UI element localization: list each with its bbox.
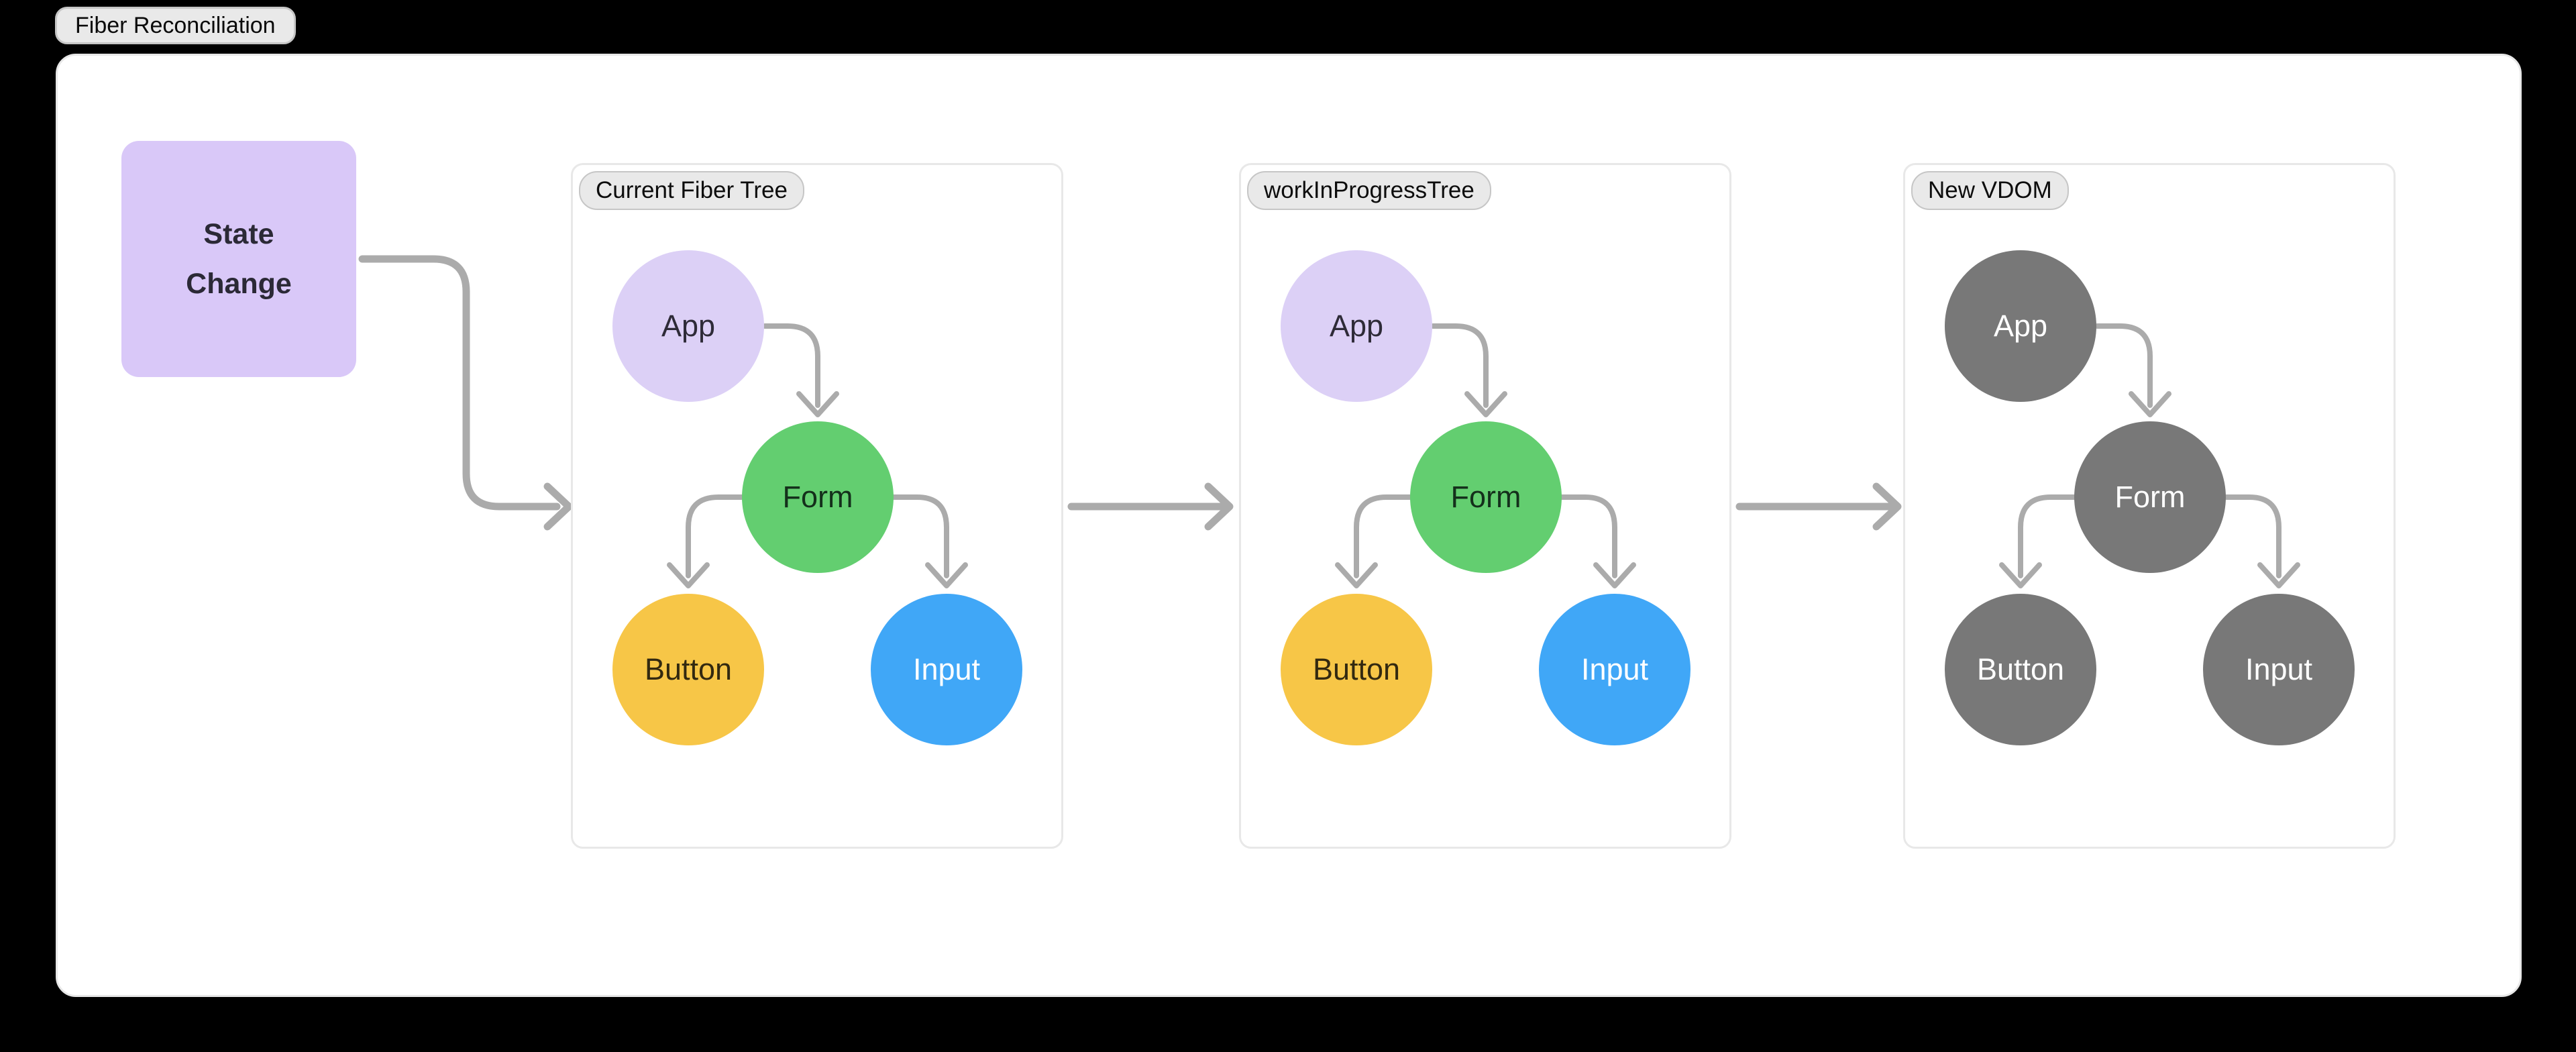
edge-app-to-form-head: [2129, 391, 2171, 417]
edge-form-to-button-line: [2018, 494, 2077, 578]
tree-node-input[interactable]: Input: [2203, 594, 2355, 745]
edge-app-to-form-head: [1464, 391, 1507, 417]
tree-node-button[interactable]: Button: [1945, 594, 2096, 745]
edge-form-to-button-line: [1354, 494, 1413, 578]
node-label: App: [661, 309, 716, 343]
edge-form-to-input-line: [2223, 494, 2282, 578]
edge-app-to-form-line: [2094, 323, 2153, 408]
node-label: Button: [1312, 652, 1401, 686]
edge-form-to-button-line: [686, 494, 745, 578]
tree-label: Current Fiber Tree: [579, 171, 804, 210]
tree-panel[interactable]: New VDOM App Form Button Input: [1903, 163, 2396, 849]
node-label: Button: [1976, 652, 2065, 686]
edge-form-to-input-line: [1559, 494, 1617, 578]
diagram-title-tab[interactable]: Fiber Reconciliation: [55, 7, 296, 44]
tree-node-input[interactable]: Input: [871, 594, 1022, 745]
tree-panel[interactable]: Current Fiber Tree App Form Button Input: [571, 163, 1063, 849]
elbow-arrow-state-to-tree1-line: [358, 255, 561, 511]
elbow-arrow-state-to-tree1-head: [543, 482, 573, 531]
edge-form-to-input-line: [891, 494, 949, 578]
edge-form-to-button-head: [1335, 562, 1378, 588]
tree-panel[interactable]: workInProgressTree App Form Button Input: [1239, 163, 1731, 849]
tree-label: workInProgressTree: [1247, 171, 1491, 210]
node-label: App: [1993, 309, 2048, 343]
tree-node-button[interactable]: Button: [1281, 594, 1432, 745]
tree-node-app[interactable]: App: [612, 250, 764, 402]
arrow-tree2-to-tree3-head: [1872, 482, 1902, 531]
node-label: Input: [1580, 652, 1649, 686]
edge-form-to-input-head: [2257, 562, 2300, 588]
edge-app-to-form-line: [1430, 323, 1489, 408]
tree-node-form[interactable]: Form: [2074, 421, 2226, 573]
tree-node-app[interactable]: App: [1945, 250, 2096, 402]
tree-label: New VDOM: [1911, 171, 2069, 210]
tree-node-app[interactable]: App: [1281, 250, 1432, 402]
arrow-tree1-to-tree2-head: [1204, 482, 1234, 531]
edge-form-to-button-head: [667, 562, 710, 588]
state-change-label-line2: Change: [186, 268, 292, 300]
tree-node-form[interactable]: Form: [742, 421, 894, 573]
node-label: App: [1329, 309, 1384, 343]
node-label: Input: [912, 652, 981, 686]
edge-form-to-button-head: [1999, 562, 2042, 588]
diagram-canvas: State Change Current Fiber Tree App Form…: [56, 54, 2522, 997]
state-change-node[interactable]: State Change: [121, 141, 356, 377]
edge-form-to-input-head: [1593, 562, 1636, 588]
state-change-label-line1: State: [203, 218, 274, 250]
node-label: Button: [644, 652, 733, 686]
tree-node-input[interactable]: Input: [1539, 594, 1690, 745]
node-label: Form: [2114, 480, 2186, 514]
node-label: Form: [1450, 480, 1521, 514]
edge-app-to-form-line: [762, 323, 820, 408]
tree-node-form[interactable]: Form: [1410, 421, 1562, 573]
node-label: Form: [782, 480, 853, 514]
node-label: Input: [2245, 652, 2313, 686]
edge-app-to-form-head: [796, 391, 839, 417]
edge-form-to-input-head: [925, 562, 968, 588]
tree-node-button[interactable]: Button: [612, 594, 764, 745]
